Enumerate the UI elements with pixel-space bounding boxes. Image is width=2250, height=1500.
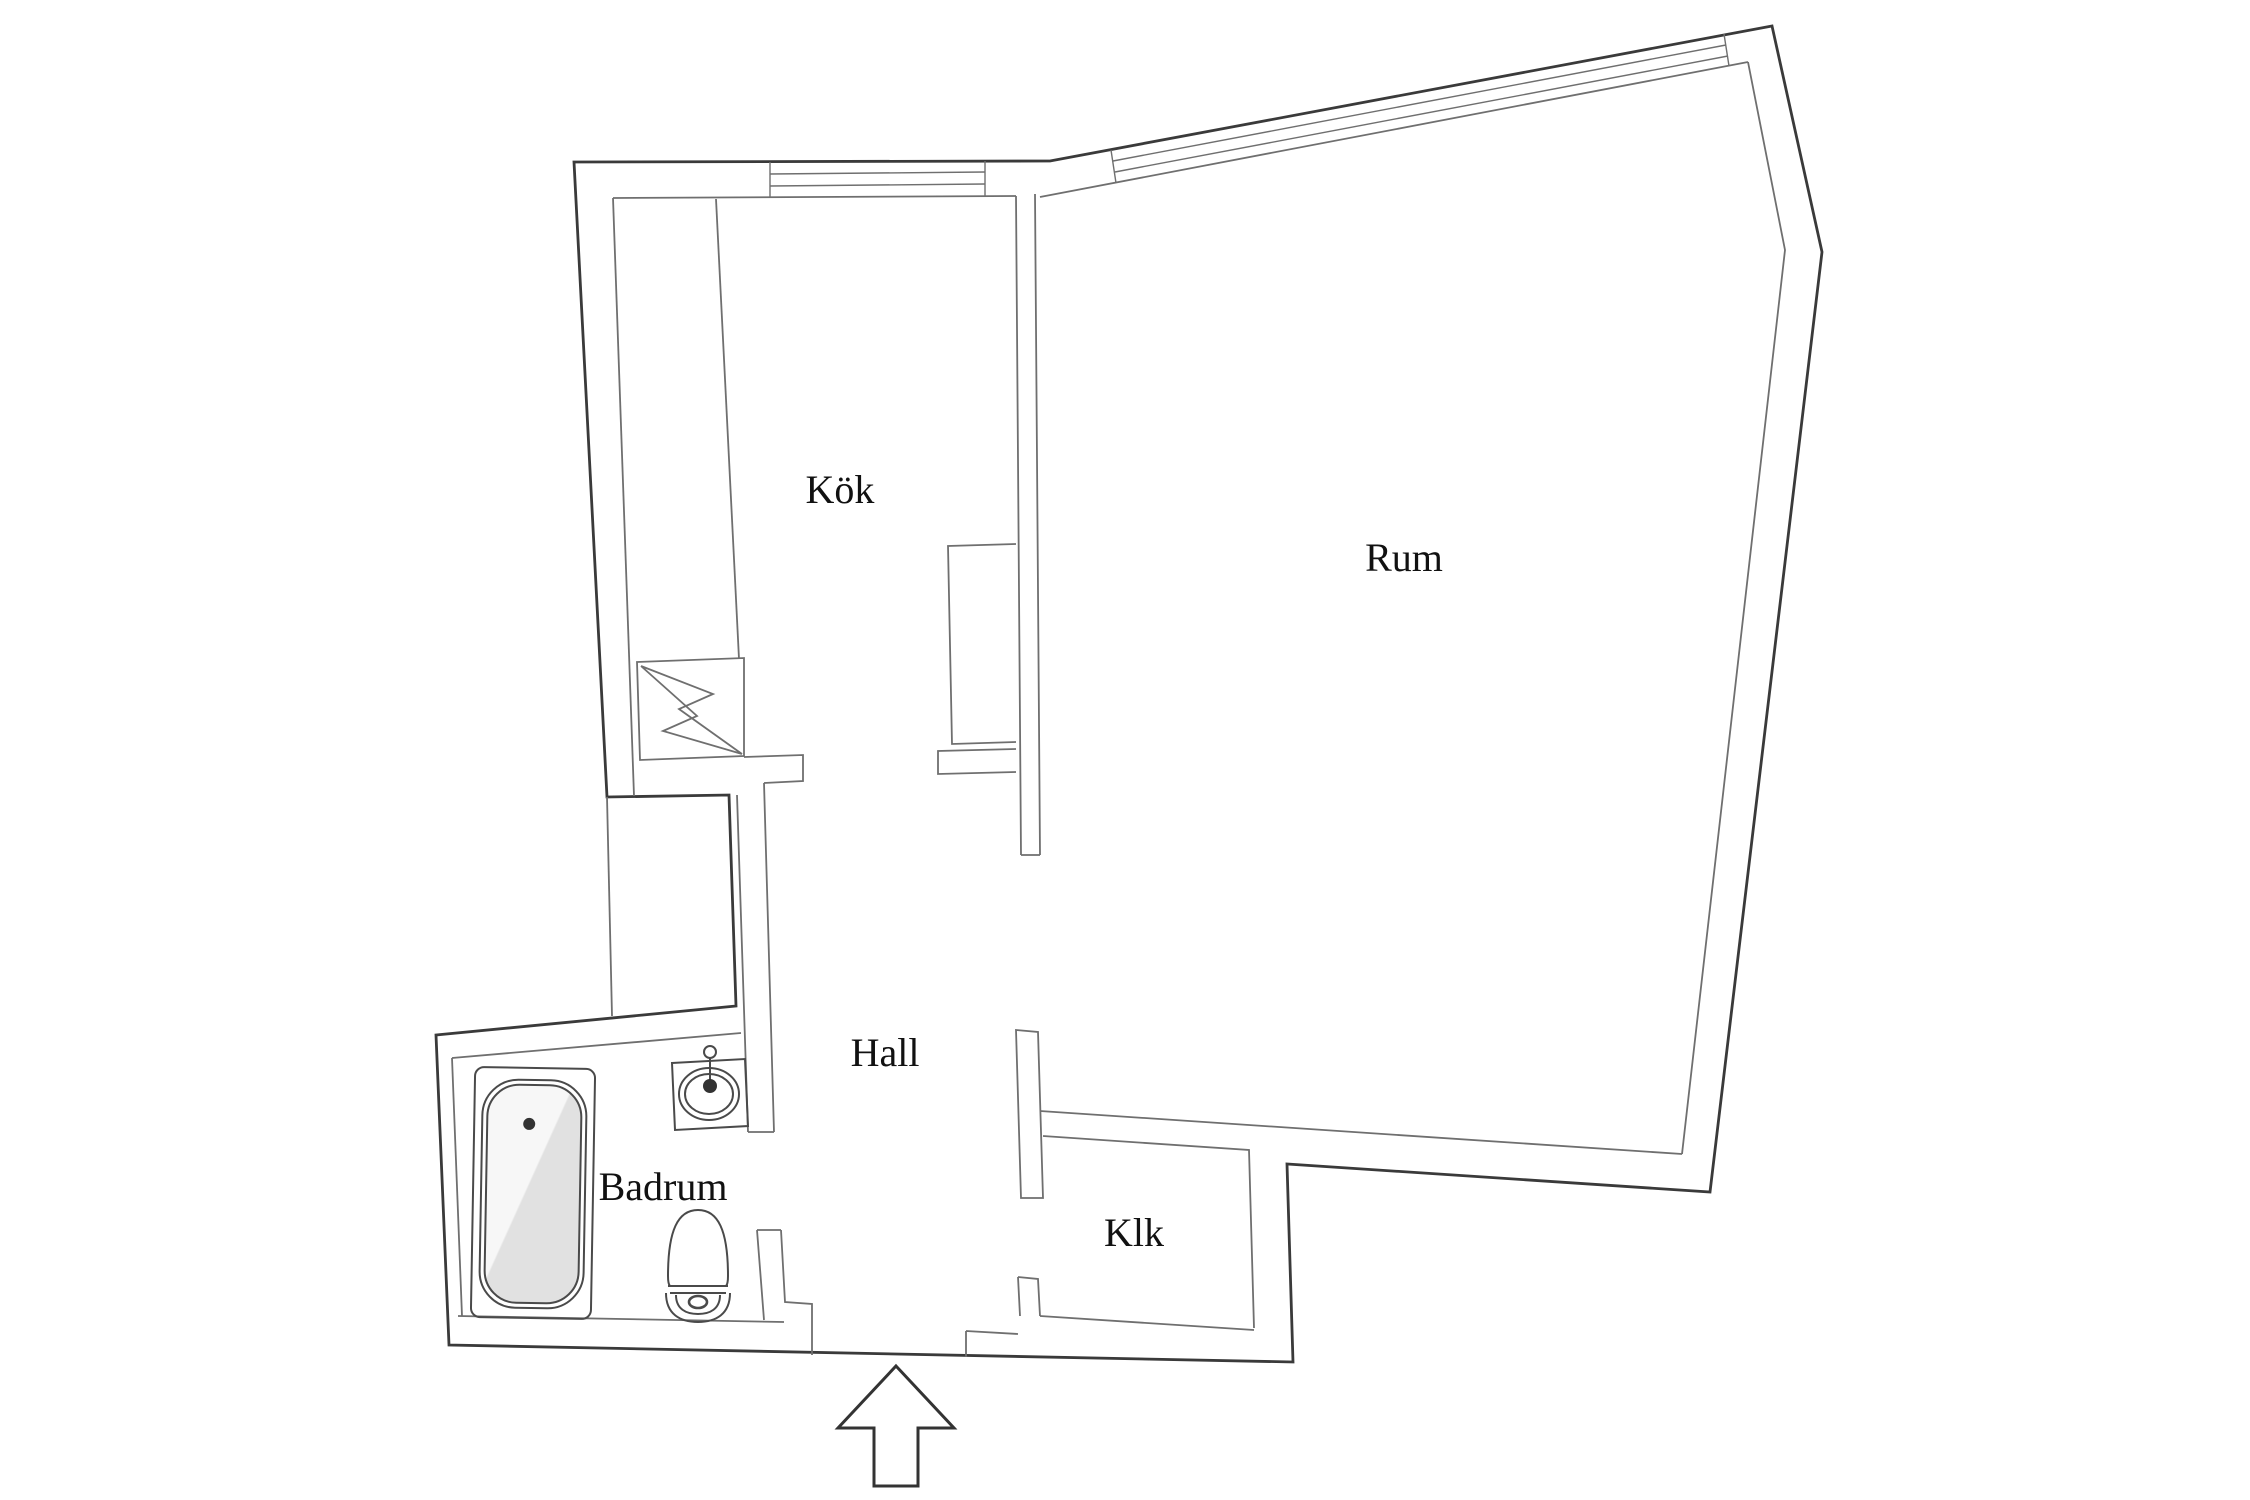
room-label-klk: Klk [1104,1210,1164,1255]
room-label-kok: Kök [806,467,875,512]
kok-walls [612,195,1017,797]
rum-walls [1039,61,1786,1155]
outer-wall [434,24,1824,1364]
bathtub-icon [469,1066,597,1320]
window-rum [1039,33,1749,198]
window-kok [769,161,986,197]
entrance-arrow-icon [834,1363,958,1488]
toilet-icon [665,1208,731,1324]
lightning-appliance-icon [636,657,745,761]
kok-rum-partition-wall [1015,193,1041,856]
washbasin-icon [670,1045,750,1132]
room-label-rum: Rum [1365,535,1443,580]
hall-east-wall [1015,1029,1044,1317]
entrance-opening [965,1330,1019,1357]
room-label-hall: Hall [851,1030,920,1075]
room-label-badrum: Badrum [599,1164,728,1209]
klk-walls [1039,1135,1255,1331]
